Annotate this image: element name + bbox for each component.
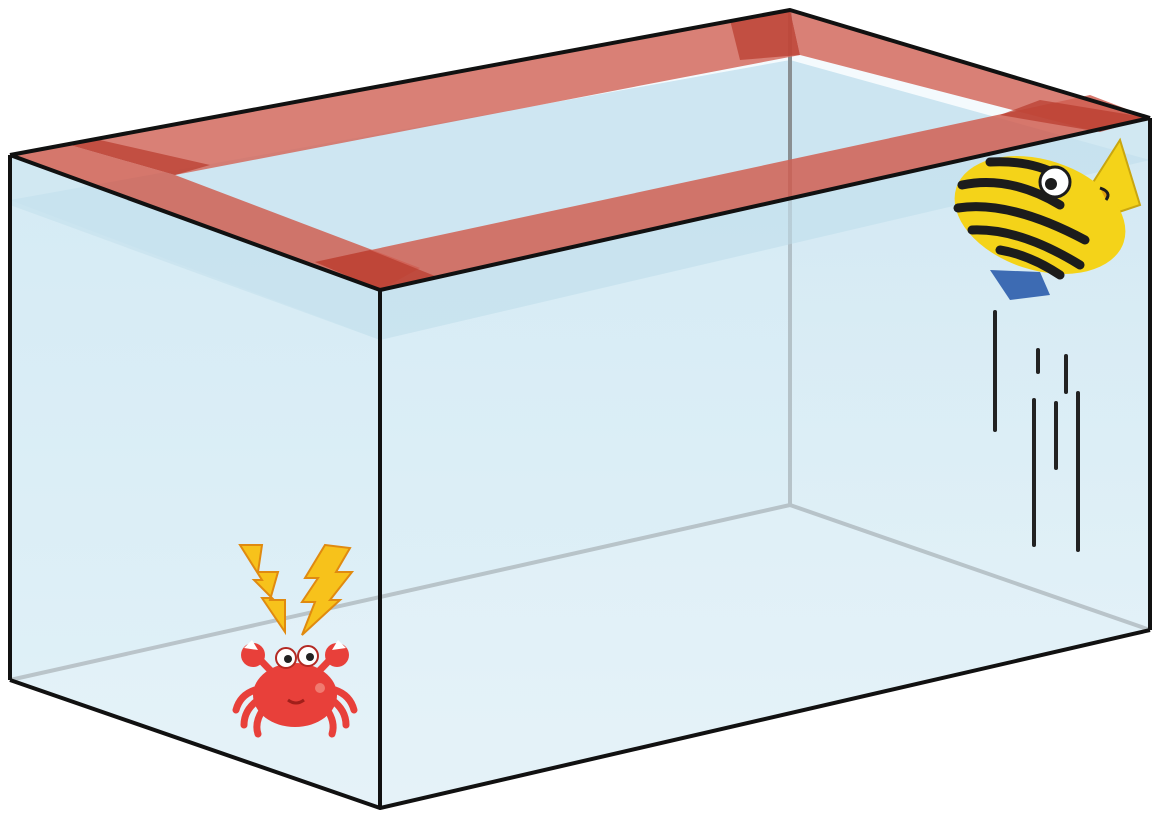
tape-back [70, 10, 800, 175]
outer-edges [8, 8, 1152, 810]
front-left-panel [10, 155, 380, 808]
lightning-bolt-icon [238, 543, 355, 636]
tape-right [790, 10, 1150, 130]
tape-front [315, 95, 1150, 290]
crab-body [253, 663, 337, 727]
tape-rim [10, 10, 1150, 290]
tape-corner-back-right [730, 10, 800, 60]
front-water-surface [380, 118, 1150, 340]
crab-icon [232, 640, 358, 738]
left-water-surface [10, 155, 380, 340]
tape-left [10, 145, 420, 290]
tape-corner-front-left [315, 250, 440, 290]
fish-fin-blue [990, 270, 1050, 300]
lightning-bolt-right [300, 543, 355, 636]
falling-motion-lines [993, 310, 1080, 552]
striped-fish-icon [953, 137, 1142, 300]
top-back-edge [9, 8, 1151, 157]
front-right-panel [380, 118, 1150, 808]
tape-corner-back-left [70, 140, 210, 175]
front-glass [10, 118, 1150, 808]
tape-corner-front-right [1000, 100, 1150, 132]
lightning-bolt-left [238, 544, 286, 636]
bottom-front-edge [9, 628, 1151, 810]
